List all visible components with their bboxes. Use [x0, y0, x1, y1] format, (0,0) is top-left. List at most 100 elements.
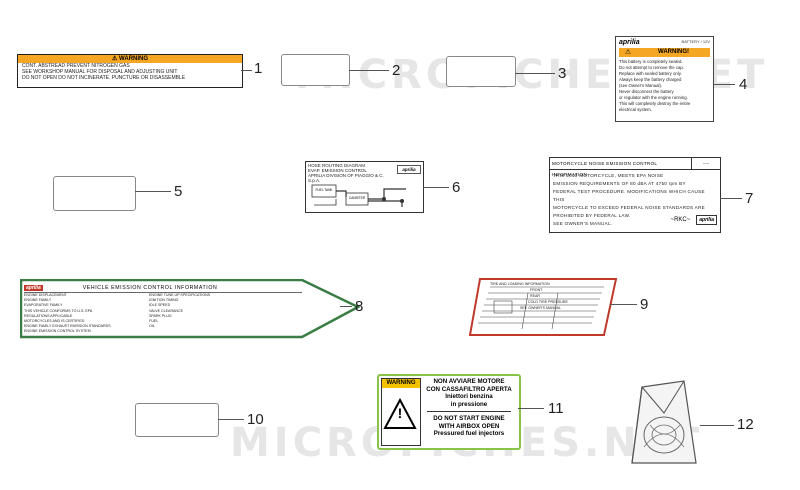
label-10-blank[interactable]	[135, 403, 219, 437]
label-8-left-line: ENGINE DISPLACEMENT	[24, 293, 67, 297]
label-11-divider	[427, 411, 511, 412]
label-1-line-2: SEE WORKSHOP MANUAL FOR DISPOSAL AND ADJ…	[22, 69, 178, 75]
label-5-blank[interactable]	[53, 176, 136, 211]
label-8-right-line: VALVE CLEARANCE	[149, 308, 184, 313]
label-7-line: EMISSION REQUIREMENTS OF 80 dBA AT 4750 …	[553, 181, 686, 186]
label-11-it-line-4: in pressione	[450, 400, 488, 408]
label-4-line: This will completely destroy the entire	[619, 101, 691, 106]
leader-line-8	[340, 306, 352, 307]
label-1-header: ⚠ WARNING	[18, 55, 242, 63]
label-7-line: SEE OWNER'S MANUAL.	[553, 221, 613, 226]
label-8-left-line: REGULATIONS APPLICABLE	[24, 313, 73, 318]
label-2-blank[interactable]	[281, 54, 350, 86]
label-8-right-line: SPARK PLUG	[149, 313, 172, 318]
label-8-left-line: THIS VEHICLE CONFORMS TO U.S. EPA	[24, 308, 93, 313]
label-3-blank[interactable]	[446, 56, 516, 87]
label-6-brand: aprilia	[397, 165, 421, 174]
label-7-code: ~RKC~	[670, 217, 691, 223]
label-9-tire-info[interactable]: TIRE AND LOADING INFORMATION FRONT REAR …	[490, 281, 600, 331]
label-11-it-line-3: Iniettori benzina	[445, 393, 493, 400]
label-11-en-line-2: WITH AIRBOX OPEN	[438, 422, 500, 430]
callout-8: 8	[355, 298, 364, 315]
sticker-kit-bag-icon[interactable]	[626, 377, 698, 469]
label-11-airbox-warning[interactable]: WARNING ! NON AVVIARE MOTORE CON CASSAFI…	[377, 374, 521, 450]
label-4-line: This battery is completely sealed.	[619, 59, 683, 64]
label-4-line: or regulator with the engine running.	[619, 95, 688, 100]
leader-line-3	[515, 73, 555, 74]
label-6-line: APRILIA DIVISION OF PIAGGIO & C. S.p.A.	[308, 173, 384, 183]
label-8-left-line: ENGINE FAMILY	[24, 298, 52, 303]
label-8-brand: aprilia	[24, 284, 43, 291]
label-4-warning-text: WARNING!	[637, 48, 710, 57]
callout-2: 2	[392, 62, 401, 79]
label-6-line: HOSE ROUTING DIAGRAM	[308, 163, 366, 168]
label-1-line-3: DO NOT OPEN DO NOT INCINERATE. PUNCTURE …	[22, 75, 186, 81]
label-9-line: REAR	[530, 294, 540, 298]
label-8-title: VEHICLE EMISSION CONTROL INFORMATION	[82, 284, 218, 291]
leader-line-2	[349, 70, 389, 71]
label-4-line: Never disconnect the battery	[619, 89, 674, 94]
label-8-right-line: IGNITION TIMING	[149, 298, 179, 303]
label-4-battery-warning[interactable]: aprilia BATTERY / 12V ⚠ WARNING! This ba…	[615, 36, 714, 122]
label-4-line: (see Owner's Manual).	[619, 83, 663, 88]
label-8-right-line: OIL	[149, 324, 155, 329]
warning-triangle-icon: ⚠	[619, 48, 637, 57]
label-4-warning-bar: ⚠ WARNING!	[619, 48, 710, 57]
label-8-left-line: MOTORCYCLES AND IS CERTIFIED	[24, 319, 85, 324]
label-9-outline	[468, 278, 618, 336]
callout-6: 6	[452, 179, 461, 196]
label-1-warning-strip[interactable]: ⚠ WARNING CONT. ABSTREAD PREVENT NITROGE…	[17, 54, 243, 88]
label-4-line: Do not attempt to remove the cap.	[619, 65, 684, 70]
label-11-warning-header: WARNING	[382, 379, 420, 388]
canister-label: CANISTER	[348, 196, 366, 200]
callout-7: 7	[745, 190, 754, 207]
label-6-hose-routing[interactable]: HOSE ROUTING DIAGRAM EVAP. EMISSION CONT…	[305, 161, 424, 213]
label-8-vehicle-emission[interactable]: aprilia VEHICLE EMISSION CONTROL INFORMA…	[24, 283, 302, 335]
label-11-en-line-1: DO NOT START ENGINE	[433, 415, 505, 422]
callout-1: 1	[254, 60, 263, 77]
callout-12: 12	[737, 416, 754, 433]
label-11-en-line-3: Pressured fuel injectors	[433, 430, 505, 437]
callout-9: 9	[640, 296, 649, 313]
hose-routing-schematic	[311, 184, 406, 207]
label-9-line: FRONT	[530, 288, 543, 292]
label-8-left-line: ENGINE EMISSION CONTROL SYSTEM	[24, 329, 91, 334]
label-8-left-line: EVAPORATIVE FAMILY	[24, 303, 63, 308]
leader-line-10	[218, 419, 244, 420]
callout-11: 11	[548, 400, 564, 417]
label-4-line: electrical system.	[619, 107, 652, 112]
label-6-line: EVAP. EMISSION CONTROL	[308, 168, 367, 173]
leader-line-4	[713, 84, 735, 85]
label-7-line: FEDERAL TEST PROCEDURE. MODIFICATIONS WH…	[553, 189, 705, 202]
label-7-line: MOTORCYCLE TO EXCEED FEDERAL NOISE STAND…	[553, 205, 705, 210]
label-7-noise-emission[interactable]: MOTORCYCLE NOISE EMISSION CONTROL INFORM…	[549, 157, 721, 233]
label-9-line: SEE OWNER'S MANUAL	[520, 306, 562, 310]
callout-5: 5	[174, 183, 183, 200]
label-8-outline	[20, 279, 360, 339]
leader-line-7	[720, 198, 742, 199]
label-4-line: Always keep the battery charged	[619, 77, 682, 82]
callout-4: 4	[739, 76, 748, 93]
label-4-brand: aprilia	[619, 39, 640, 46]
callout-10: 10	[247, 411, 264, 428]
label-7-brand: aprilia	[696, 215, 717, 225]
label-7-title: MOTORCYCLE NOISE EMISSION CONTROL INFORM…	[552, 161, 658, 177]
label-11-it-line-1: NON AVVIARE MOTORE	[433, 378, 505, 385]
label-8-right-line: FUEL	[149, 319, 159, 324]
leader-line-12	[700, 425, 734, 426]
label-8-right-line: ENGINE TUNE UP SPECIFICATIONS	[149, 293, 211, 297]
label-7-line: PROHIBITED BY FEDERAL LAW.	[553, 213, 631, 218]
leader-line-1	[241, 70, 252, 71]
label-4-header: BATTERY / 12V	[681, 39, 710, 44]
label-9-line: TIRE AND LOADING INFORMATION	[490, 282, 550, 286]
label-7-logo: ∼∼	[691, 158, 720, 169]
leader-line-5	[135, 191, 171, 192]
leader-line-11	[518, 408, 544, 409]
leader-line-9	[610, 304, 637, 305]
label-4-line: Replace with sealed battery only.	[619, 71, 682, 76]
label-11-it-line-2: CON CASSAFILTRO APERTA	[426, 385, 512, 393]
label-8-left-line: ENGINE FAMILY EXHAUST EMISSION STANDARDS	[24, 324, 111, 329]
warning-triangle-icon: ⚠	[111, 56, 118, 62]
callout-3: 3	[558, 65, 567, 82]
leader-line-6	[423, 187, 449, 188]
